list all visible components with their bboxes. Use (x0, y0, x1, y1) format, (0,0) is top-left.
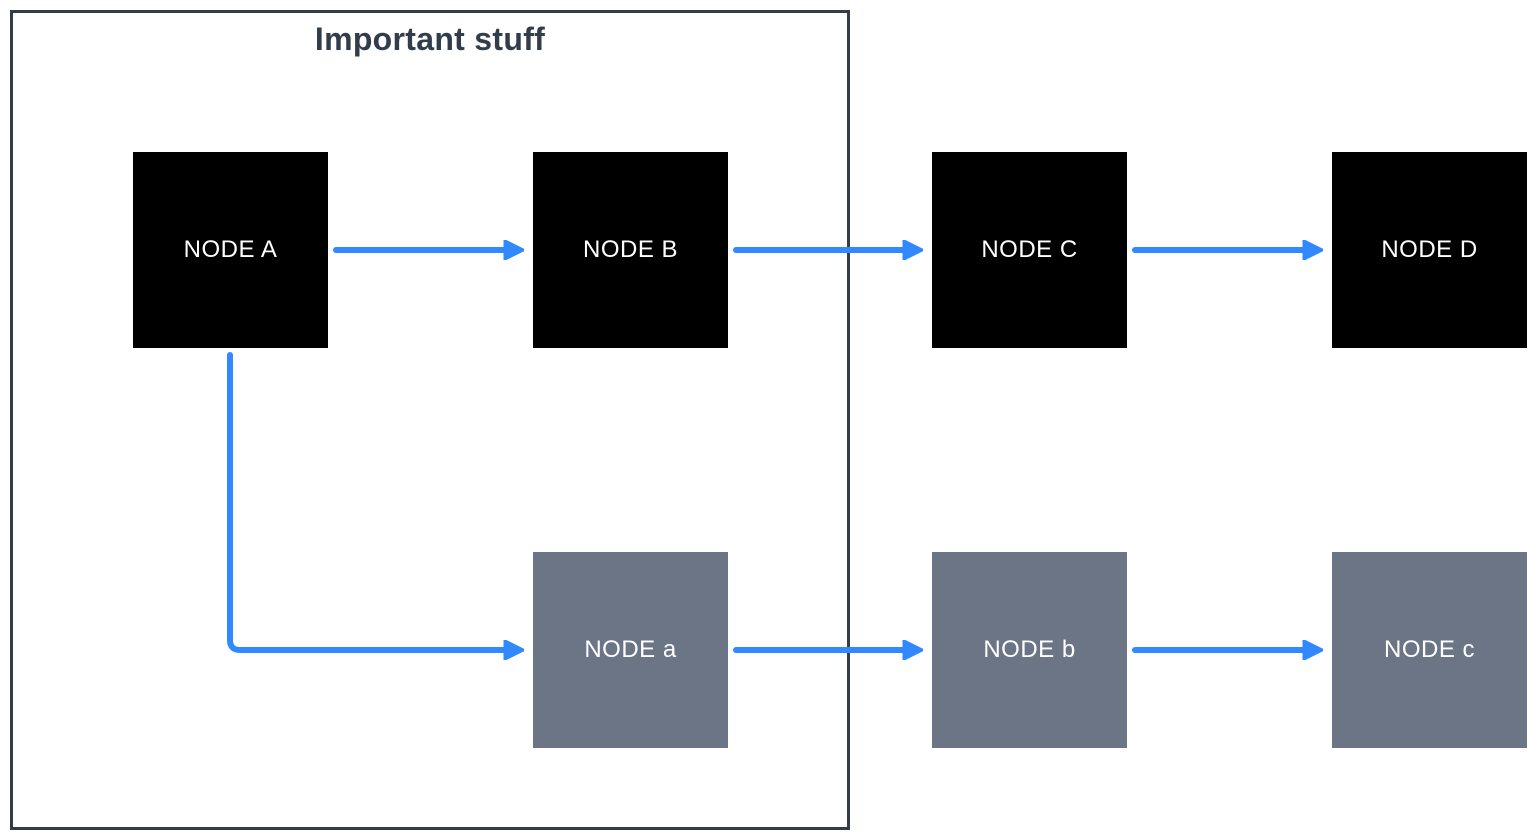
node-c[interactable]: NODE c (1332, 552, 1527, 748)
node-D[interactable]: NODE D (1332, 152, 1527, 348)
group-title: Important stuff (314, 21, 546, 57)
node-A[interactable]: NODE A (133, 152, 328, 348)
node-C[interactable]: NODE C (932, 152, 1127, 348)
node-b-label: NODE b (983, 636, 1076, 663)
node-B-label: NODE B (582, 236, 678, 263)
node-A-label: NODE A (183, 236, 278, 263)
node-a-label: NODE a (584, 636, 677, 663)
node-b[interactable]: NODE b (932, 552, 1127, 748)
node-B[interactable]: NODE B (533, 152, 728, 348)
node-D-label: NODE D (1381, 236, 1478, 263)
group-important-stuff: Important stuff (10, 10, 850, 830)
node-a[interactable]: NODE a (533, 552, 728, 748)
node-c-label: NODE c (1383, 636, 1475, 663)
node-C-label: NODE C (981, 236, 1078, 263)
